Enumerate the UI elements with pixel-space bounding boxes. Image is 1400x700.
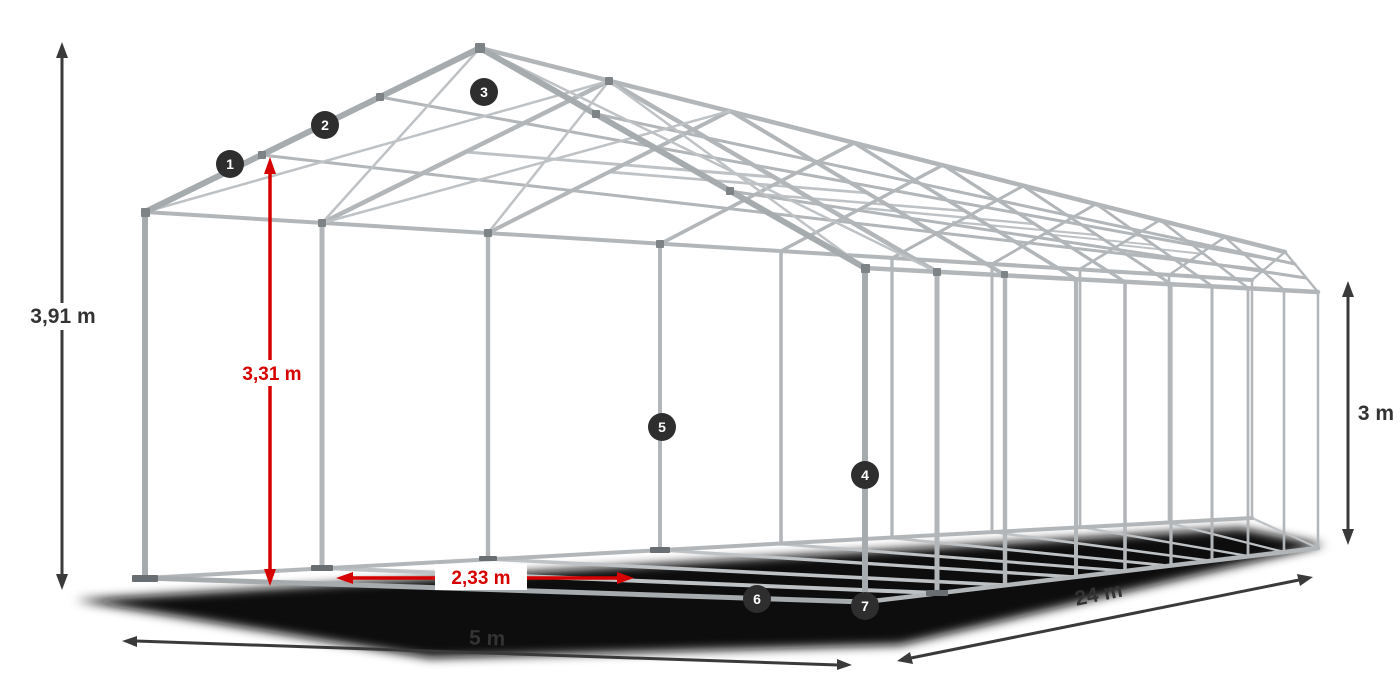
marker-badge-7: 7 [851, 592, 879, 620]
dimension-label-side-height: 3 m [1358, 402, 1394, 425]
arrowhead-up-icon [264, 157, 276, 174]
part-markers: 1 2 3 4 5 6 7 [216, 78, 879, 620]
dimension-inner-width: 2,33 m [336, 564, 634, 590]
arrowhead-left-icon [336, 572, 353, 584]
svg-text:7: 7 [861, 598, 869, 614]
roof-structure [260, 45, 1320, 294]
dimension-label-inner-width: 2,33 m [451, 568, 510, 589]
dimension-label-width: 5 m [469, 626, 506, 650]
ground-shadow [75, 528, 1325, 658]
svg-text:3: 3 [480, 84, 488, 100]
connector-fittings [141, 43, 1008, 278]
arrowhead-up-icon [1342, 281, 1354, 297]
dimension-label-overall-height: 3,91 m [30, 305, 95, 328]
dimension-inner-height: 3,31 m [230, 157, 314, 586]
dimension-side-height: 3 m [1342, 281, 1394, 545]
arrowhead-down-icon [56, 574, 68, 590]
svg-text:1: 1 [226, 156, 234, 172]
svg-text:4: 4 [861, 467, 869, 483]
marker-badge-4: 4 [851, 461, 879, 489]
arrowhead-up-icon [56, 42, 68, 58]
arrowhead-left-icon [897, 652, 913, 664]
roof-braces [143, 46, 939, 274]
marker-badge-3: 3 [470, 78, 498, 106]
marker-badge-6: 6 [743, 585, 771, 613]
dimension-label-inner-height: 3,31 m [242, 364, 301, 385]
arrowhead-right-icon [1297, 574, 1313, 586]
far-wall [143, 210, 1254, 580]
arrowhead-right-icon [837, 659, 852, 670]
arrowhead-right-icon [617, 572, 634, 584]
dimension-overall-height: 3,91 m [18, 42, 108, 590]
svg-text:6: 6 [753, 591, 761, 607]
svg-text:2: 2 [321, 117, 329, 133]
arrowhead-down-icon [264, 569, 276, 586]
tent-frame [132, 43, 1321, 606]
dimension-width: 5 m [122, 626, 852, 670]
svg-text:5: 5 [658, 419, 666, 435]
marker-badge-2: 2 [311, 111, 339, 139]
arrowhead-left-icon [122, 636, 137, 647]
arrowhead-down-icon [1342, 529, 1354, 545]
marker-badge-5: 5 [648, 413, 676, 441]
marker-badge-1: 1 [216, 150, 244, 178]
